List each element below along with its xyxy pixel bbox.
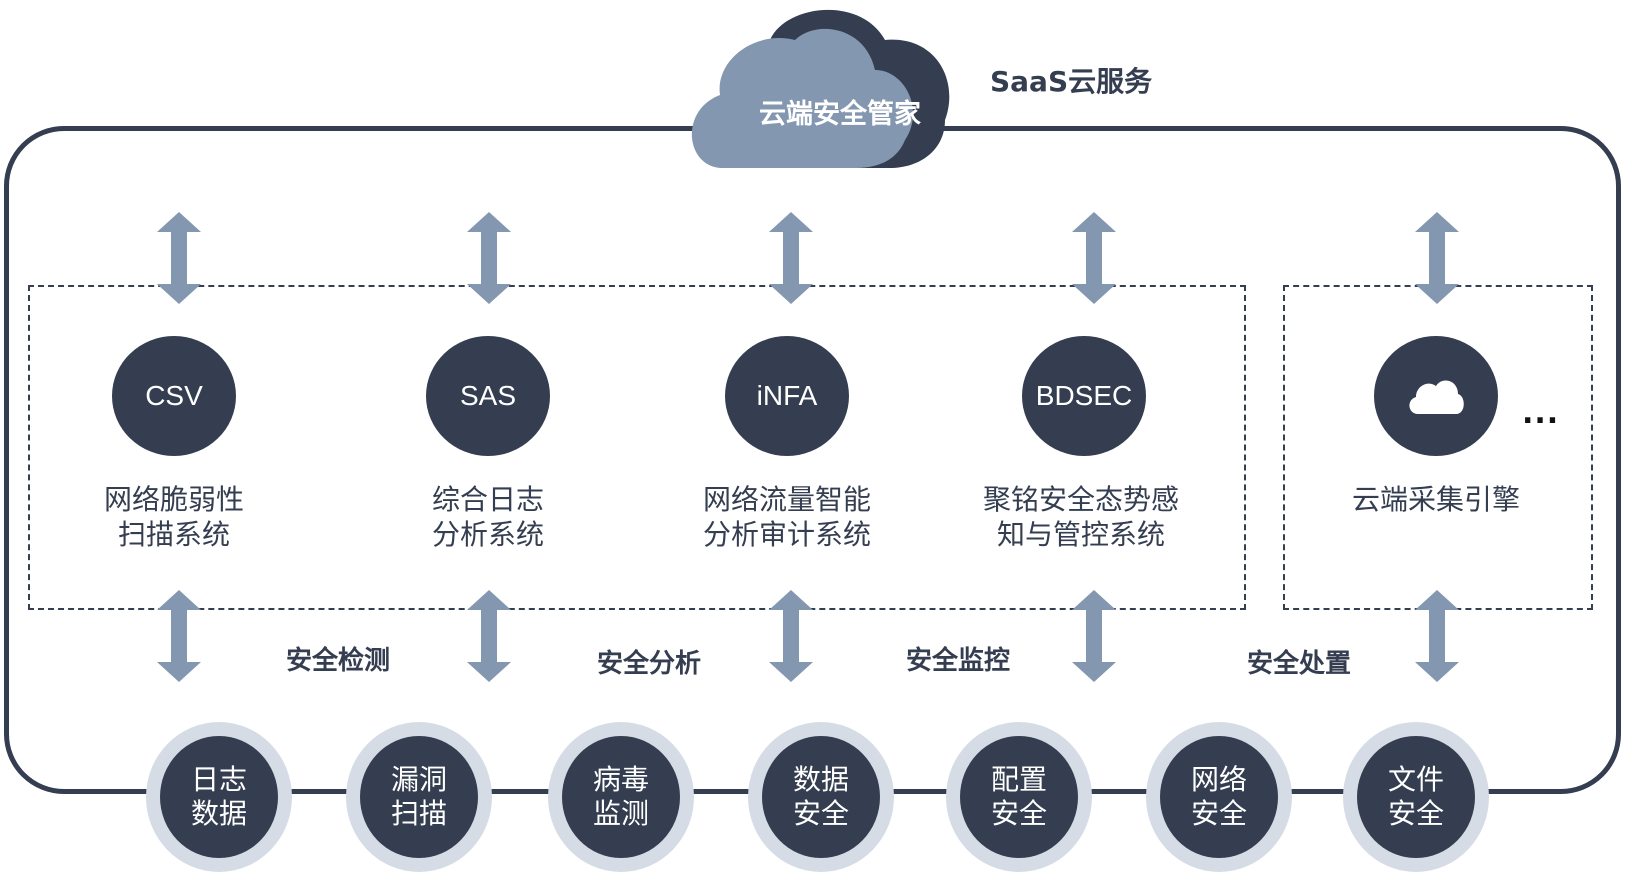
double-arrow-icon	[769, 590, 813, 682]
desc-line: 聚铭安全态势感	[982, 483, 1179, 516]
upper-arrow	[1415, 212, 1459, 304]
capability-circle: 网络安全	[1160, 736, 1278, 858]
lower-arrow	[157, 590, 201, 682]
system-abbr: BDSEC	[1035, 380, 1133, 411]
system-node-csv[interactable]: CSV	[112, 336, 236, 456]
cloud-icon	[691, 9, 950, 168]
desc-line: 综合日志	[431, 483, 544, 516]
capability-circle: 日志数据	[160, 736, 278, 858]
saas-service-label: SaaS云服务	[990, 65, 1153, 98]
lower-arrow	[1072, 590, 1116, 682]
capability-label: 文件	[1387, 763, 1444, 796]
capability-bubble[interactable]: 漏洞扫描	[346, 722, 492, 872]
capability-label: 监测	[592, 797, 649, 830]
desc-line: 分析系统	[431, 518, 544, 551]
system-desc-sas: 综合日志 分析系统	[358, 482, 618, 552]
double-arrow-icon	[467, 590, 511, 682]
lower-arrow	[1415, 590, 1459, 682]
cloud-manager-label: 云端安全管家	[759, 99, 921, 130]
capability-label: 配置	[990, 763, 1047, 796]
systems-group	[28, 285, 1246, 610]
capability-bubble[interactable]: 文件安全	[1343, 722, 1489, 872]
double-arrow-icon	[1415, 212, 1459, 304]
capability-circle: 漏洞扫描	[360, 736, 478, 858]
double-arrow-icon	[157, 590, 201, 682]
capability-label: 数据	[792, 763, 849, 796]
capability-label: 漏洞	[390, 763, 447, 796]
phase-response: 安全处置	[1247, 649, 1352, 679]
desc-line: 网络脆弱性	[103, 483, 244, 516]
capability-circle: 病毒监测	[562, 736, 680, 858]
double-arrow-icon	[1415, 590, 1459, 682]
cloud-security-manager: 云端安全管家	[690, 0, 990, 175]
upper-arrow	[467, 212, 511, 304]
capability-bubble[interactable]: 日志数据	[146, 722, 292, 872]
double-arrow-icon	[1072, 590, 1116, 682]
capability-bubble[interactable]: 病毒监测	[548, 722, 694, 872]
upper-arrow	[769, 212, 813, 304]
system-node-bdsec[interactable]: BDSEC	[1022, 336, 1146, 456]
capability-label: 扫描	[390, 797, 447, 830]
capability-circle: 文件安全	[1357, 736, 1475, 858]
phase-detection: 安全检测	[286, 646, 391, 676]
system-desc-csv: 网络脆弱性 扫描系统	[44, 482, 304, 552]
system-desc-bdsec: 聚铭安全态势感 知与管控系统	[951, 482, 1211, 552]
desc-line: 扫描系统	[117, 518, 230, 551]
capability-bubble[interactable]: 网络安全	[1146, 722, 1292, 872]
double-arrow-icon	[467, 212, 511, 304]
capability-bubble[interactable]: 配置安全	[946, 722, 1092, 872]
upper-arrow	[157, 212, 201, 304]
capability-label: 病毒	[592, 763, 649, 796]
lower-arrow	[769, 590, 813, 682]
double-arrow-icon	[157, 212, 201, 304]
double-arrow-icon	[1072, 212, 1116, 304]
system-abbr: iNFA	[756, 380, 818, 411]
system-abbr: SAS	[459, 380, 517, 411]
system-abbr: CSV	[145, 380, 203, 411]
capability-circle: 配置安全	[960, 736, 1078, 858]
system-node-sas[interactable]: SAS	[426, 336, 550, 456]
desc-line: 网络流量智能	[702, 483, 871, 516]
capability-label: 安全	[1387, 797, 1444, 830]
system-node-infa[interactable]: iNFA	[725, 336, 849, 456]
capability-circle: 数据安全	[762, 736, 880, 858]
phase-monitoring: 安全监控	[906, 646, 1011, 676]
system-desc-infa: 网络流量智能 分析审计系统	[657, 482, 917, 552]
engine-label: 云端采集引擎	[1351, 483, 1520, 516]
desc-line: 分析审计系统	[702, 518, 871, 551]
capability-label: 安全	[990, 797, 1047, 830]
capability-label: 安全	[792, 797, 849, 830]
upper-arrow	[1072, 212, 1116, 304]
engine-node[interactable]	[1374, 336, 1498, 456]
capability-label: 网络	[1190, 763, 1247, 796]
double-arrow-icon	[769, 212, 813, 304]
capability-label: 安全	[1190, 797, 1247, 830]
capability-bubble[interactable]: 数据安全	[748, 722, 894, 872]
capability-label: 日志	[190, 763, 247, 796]
capability-label: 数据	[190, 797, 247, 830]
phase-analysis: 安全分析	[597, 649, 702, 679]
desc-line: 知与管控系统	[996, 518, 1165, 551]
lower-arrow	[467, 590, 511, 682]
cloud-icon	[1409, 380, 1464, 414]
more-indicator: ...	[1522, 396, 1560, 431]
